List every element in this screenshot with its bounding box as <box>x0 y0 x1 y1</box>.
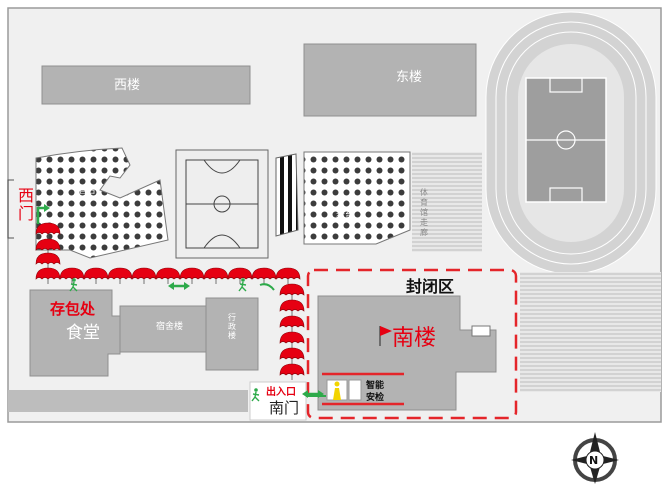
west-building <box>41 65 251 105</box>
building-notch <box>471 325 491 337</box>
compass-north-label: N <box>589 454 599 467</box>
umbrella-icon <box>35 222 61 239</box>
umbrella-icon <box>59 267 85 284</box>
right-stand-label: 看台 <box>336 211 355 221</box>
west-gate-bracket <box>7 179 14 239</box>
gym-corridor-label: 体育馆走廊 <box>420 188 428 237</box>
track-straight <box>520 272 661 392</box>
east-building <box>303 43 477 117</box>
dormitory-building <box>119 305 215 353</box>
walking-person-icon <box>251 388 260 402</box>
umbrella-icon <box>203 267 229 284</box>
bag-storage-label: 存包处 <box>50 300 96 318</box>
umbrella-icon <box>279 299 305 316</box>
north-compass-icon <box>571 432 619 484</box>
east-building-label: 东楼 <box>396 70 423 85</box>
green-arrow-head <box>44 204 50 212</box>
umbrella-icon <box>279 331 305 348</box>
west-gate-label: 西门 <box>18 186 35 223</box>
umbrella-icon <box>251 267 277 284</box>
west-building-label: 西楼 <box>114 78 141 93</box>
umbrella-icon <box>107 267 133 284</box>
admin-building <box>205 297 259 371</box>
admin-building-label: 行政楼 <box>228 313 236 340</box>
umbrella-icon <box>35 267 61 284</box>
umbrella-icon <box>279 363 305 380</box>
south-building <box>317 295 497 411</box>
smart-security-check <box>322 372 404 406</box>
left-stand-label: 看台 <box>78 186 97 196</box>
smart-check-label: 智能 安检 <box>366 381 385 403</box>
umbrella-icon <box>83 267 109 284</box>
umbrella-icon <box>279 283 305 300</box>
walking-person-icon <box>69 278 78 292</box>
green-arrow-icon <box>302 390 324 398</box>
umbrella-icon <box>155 267 181 284</box>
cafeteria-building <box>29 289 121 377</box>
umbrella-icon <box>275 267 301 284</box>
route-markers <box>36 204 324 402</box>
umbrella-icon <box>227 267 253 284</box>
left-stand <box>35 147 169 259</box>
umbrella-icon <box>179 267 205 284</box>
green-arrow-icon <box>36 206 44 224</box>
red-flag-icon <box>379 326 392 346</box>
umbrella-queue <box>35 222 305 380</box>
green-arrow-icon <box>168 282 190 290</box>
dormitory-label: 宿舍楼 <box>156 322 184 332</box>
stadium <box>485 11 661 392</box>
striped-stand <box>275 153 299 237</box>
south-gate-area <box>249 381 307 421</box>
umbrella-icon <box>35 238 61 255</box>
road-strip <box>8 390 248 412</box>
entrance-label: 出入口 <box>266 387 296 398</box>
gym-corridor <box>412 152 482 252</box>
south-building-label: 南楼 <box>392 326 437 351</box>
south-gate-label: 南门 <box>269 399 300 417</box>
closed-area-outline <box>306 268 518 420</box>
umbrella-icon <box>131 267 157 284</box>
closed-area-label: 封闭区 <box>406 277 455 296</box>
cafeteria-label: 食堂 <box>66 323 100 343</box>
walking-person-icon <box>238 278 247 292</box>
umbrella-icon <box>279 347 305 364</box>
umbrella-icon <box>279 315 305 332</box>
green-arrow-icon <box>259 283 275 291</box>
right-stand <box>303 151 411 245</box>
basketball-court <box>175 149 269 259</box>
